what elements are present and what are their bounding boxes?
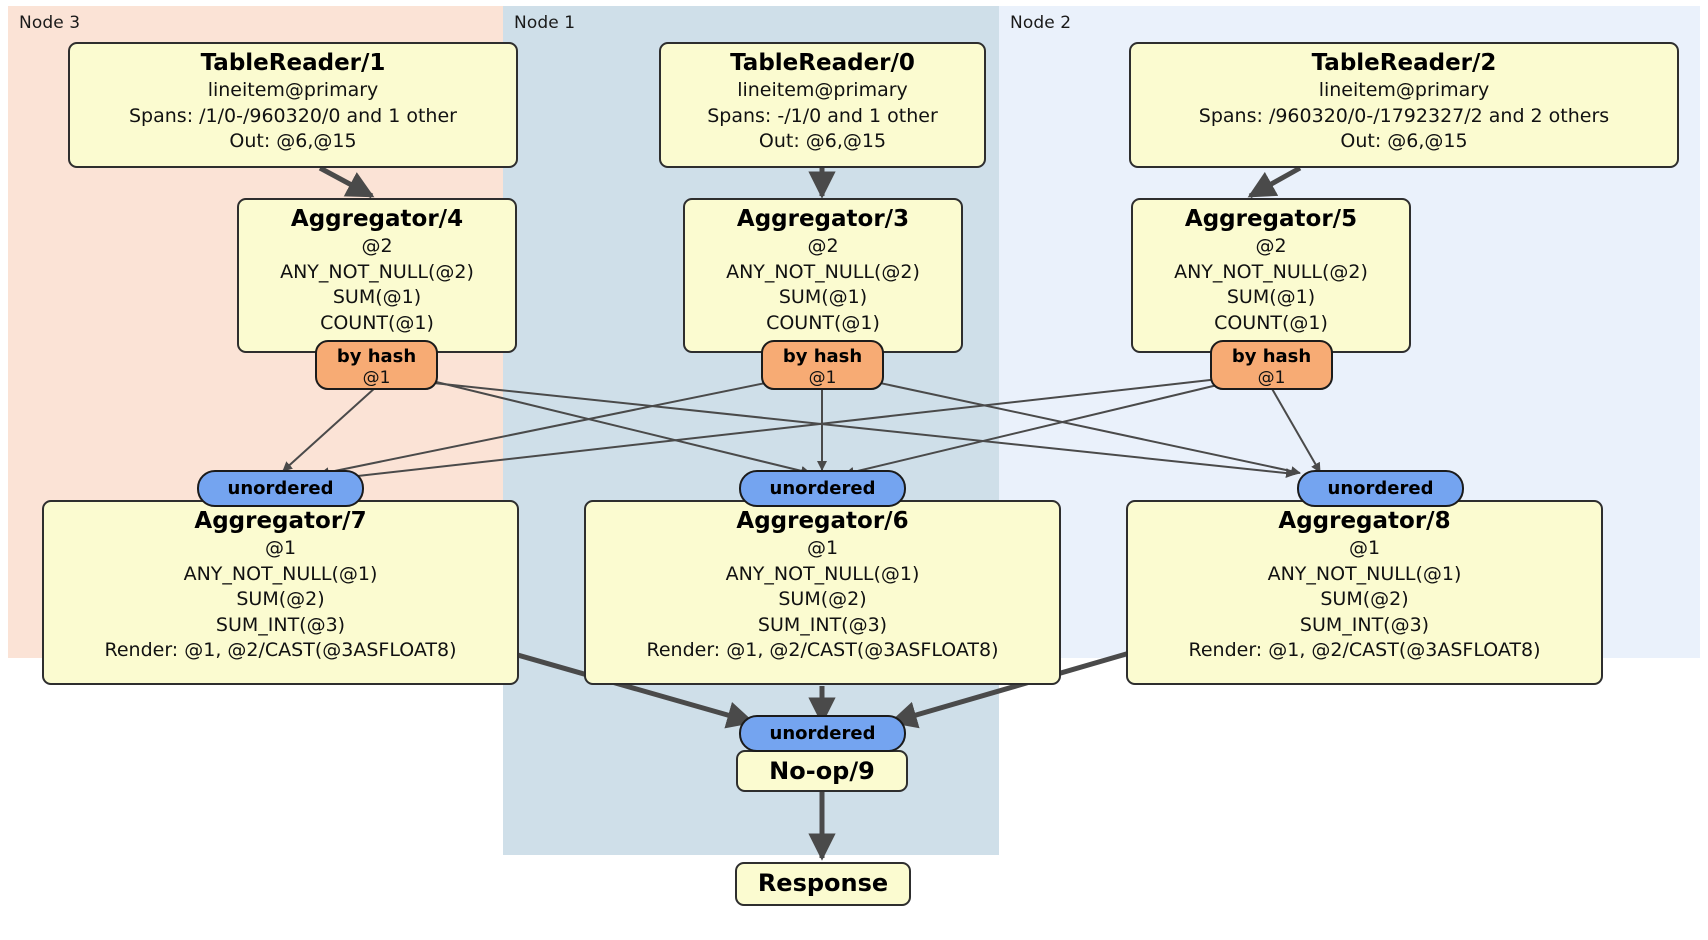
processor-aggregator-5[interactable]: Aggregator/5 @2 ANY_NOT_NULL(@2) SUM(@1)… <box>1131 198 1411 353</box>
processor-line: SUM_INT(@3) <box>1299 613 1430 636</box>
processor-line: Render: @1, @2/CAST(@3ASFLOAT8) <box>646 639 999 661</box>
processor-line: ANY_NOT_NULL(@1) <box>183 562 378 585</box>
processor-line: Out: @6,@15 <box>229 130 357 152</box>
router-label: by hash <box>1231 346 1312 367</box>
processor-title: Response <box>757 869 889 897</box>
processor-line: lineitem@primary <box>207 79 379 101</box>
processor-aggregator-3[interactable]: Aggregator/3 @2 ANY_NOT_NULL(@2) SUM(@1)… <box>683 198 963 353</box>
processor-line: Out: @6,@15 <box>1340 130 1468 152</box>
processor-title: Aggregator/5 <box>1184 206 1358 232</box>
processor-aggregator-4[interactable]: Aggregator/4 @2 ANY_NOT_NULL(@2) SUM(@1)… <box>237 198 517 353</box>
node-label-node1: Node 1 <box>514 13 576 33</box>
processor-line: SUM(@1) <box>1226 286 1316 308</box>
processor-line: @2 <box>361 235 393 257</box>
processor-title: TableReader/0 <box>730 50 915 76</box>
processor-line: @1 <box>1348 537 1381 559</box>
processor-line: COUNT(@1) <box>766 311 880 334</box>
processor-line: @2 <box>807 235 839 257</box>
processor-response[interactable]: Response <box>735 862 911 906</box>
receiver-unordered-center[interactable]: unordered <box>739 470 906 507</box>
processor-line: SUM(@2) <box>1320 588 1409 610</box>
router-by-hash-right[interactable]: by hash @1 <box>1210 340 1333 390</box>
processor-line: ANY_NOT_NULL(@2) <box>1174 260 1368 283</box>
processor-line: ANY_NOT_NULL(@1) <box>1267 562 1462 585</box>
processor-aggregator-8[interactable]: Aggregator/8 @1 ANY_NOT_NULL(@1) SUM(@2)… <box>1126 500 1603 685</box>
processor-line: @2 <box>1255 235 1287 257</box>
processor-line: SUM(@2) <box>236 588 325 610</box>
node-label-node2: Node 2 <box>1010 13 1072 33</box>
processor-line: COUNT(@1) <box>1214 311 1328 334</box>
processor-line: SUM(@2) <box>778 588 867 610</box>
router-by-hash-left[interactable]: by hash @1 <box>315 340 438 390</box>
processor-line: Render: @1, @2/CAST(@3ASFLOAT8) <box>104 639 457 661</box>
processor-title: TableReader/1 <box>200 50 386 76</box>
processor-aggregator-6[interactable]: Aggregator/6 @1 ANY_NOT_NULL(@1) SUM(@2)… <box>584 500 1061 685</box>
processor-line: SUM_INT(@3) <box>757 613 888 636</box>
processor-line: SUM(@1) <box>332 286 422 308</box>
processor-line: lineitem@primary <box>1318 79 1490 101</box>
processor-table-reader-0[interactable]: TableReader/0 lineitem@primary Spans: -/… <box>659 42 986 168</box>
processor-title: Aggregator/3 <box>736 206 910 232</box>
processor-line: @1 <box>806 537 839 559</box>
processor-title: No-op/9 <box>769 757 875 785</box>
processor-title: Aggregator/6 <box>736 508 909 534</box>
processor-line: ANY_NOT_NULL(@2) <box>280 260 474 283</box>
processor-line: COUNT(@1) <box>320 311 434 334</box>
processor-line: Spans: -/1/0 and 1 other <box>707 104 938 127</box>
processor-line: SUM_INT(@3) <box>215 613 346 636</box>
receiver-unordered-left[interactable]: unordered <box>197 470 364 507</box>
receiver-label: unordered <box>769 723 876 744</box>
router-sublabel: @1 <box>362 368 391 388</box>
receiver-unordered-final[interactable]: unordered <box>739 715 906 752</box>
processor-table-reader-2[interactable]: TableReader/2 lineitem@primary Spans: /9… <box>1129 42 1679 168</box>
receiver-unordered-right[interactable]: unordered <box>1297 470 1464 507</box>
node-label-node3: Node 3 <box>19 13 81 33</box>
processor-line: @1 <box>264 537 297 559</box>
router-label: by hash <box>782 346 863 367</box>
router-sublabel: @1 <box>1257 368 1286 388</box>
processor-table-reader-1[interactable]: TableReader/1 lineitem@primary Spans: /1… <box>68 42 518 168</box>
router-label: by hash <box>336 346 417 367</box>
router-by-hash-center[interactable]: by hash @1 <box>761 340 884 390</box>
processor-line: Spans: /1/0-/960320/0 and 1 other <box>129 104 457 127</box>
processor-title: Aggregator/4 <box>290 206 464 232</box>
receiver-label: unordered <box>1327 478 1434 499</box>
processor-line: ANY_NOT_NULL(@1) <box>725 562 920 585</box>
processor-aggregator-7[interactable]: Aggregator/7 @1 ANY_NOT_NULL(@1) SUM(@2)… <box>42 500 519 685</box>
processor-title: Aggregator/7 <box>194 508 367 534</box>
processor-line: ANY_NOT_NULL(@2) <box>726 260 920 283</box>
receiver-label: unordered <box>227 478 334 499</box>
processor-line: Render: @1, @2/CAST(@3ASFLOAT8) <box>1188 639 1541 661</box>
processor-title: TableReader/2 <box>1311 50 1497 76</box>
processor-no-op-9[interactable]: No-op/9 <box>736 750 908 792</box>
processor-line: SUM(@1) <box>778 286 868 308</box>
processor-line: Out: @6,@15 <box>758 130 887 152</box>
receiver-label: unordered <box>769 478 876 499</box>
processor-line: Spans: /960320/0-/1792327/2 and 2 others <box>1198 104 1610 127</box>
processor-title: Aggregator/8 <box>1278 508 1451 534</box>
processor-line: lineitem@primary <box>737 79 908 101</box>
router-sublabel: @1 <box>808 368 837 388</box>
